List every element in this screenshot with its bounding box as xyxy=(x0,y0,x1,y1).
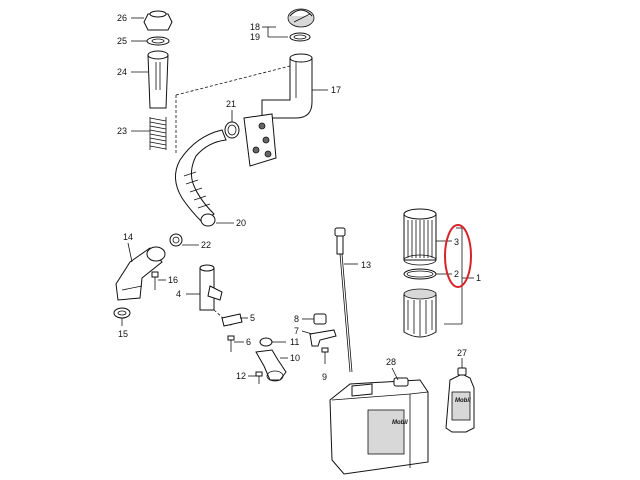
part-3-filter-element xyxy=(403,208,437,266)
part-6-bolt xyxy=(227,335,235,352)
callout-5: 5 xyxy=(250,313,255,323)
part-28-oil-canister: Mobil xyxy=(329,377,429,475)
callout-3: 3 xyxy=(454,237,459,247)
part-10-oil-pickup xyxy=(255,349,287,382)
callout-12: 12 xyxy=(236,371,246,381)
filter-housing-cover xyxy=(403,288,437,338)
callout-7: 7 xyxy=(294,326,299,336)
part-14-elbow-connector xyxy=(115,246,166,301)
callout-6: 6 xyxy=(246,337,251,347)
part-25-washer xyxy=(146,36,170,46)
callout-23: 23 xyxy=(117,126,127,136)
callout-18: 18 xyxy=(250,22,260,32)
callout-15: 15 xyxy=(118,329,128,339)
bottle-brand-logo: Mobil xyxy=(455,398,471,404)
callout-11: 11 xyxy=(290,337,299,347)
part-27-oil-bottle: Mobil xyxy=(445,367,475,433)
part-23-spring xyxy=(149,117,167,150)
callout-19: 19 xyxy=(250,32,260,42)
callout-9: 9 xyxy=(322,372,327,382)
part-24-sleeve xyxy=(147,50,169,109)
callout-20: 20 xyxy=(236,218,246,228)
callout-13: 13 xyxy=(361,260,371,270)
part-9-bolt xyxy=(321,347,329,364)
callout-10: 10 xyxy=(290,353,300,363)
part-18-filler-cap xyxy=(287,8,315,28)
callout-25: 25 xyxy=(117,36,127,46)
part-13-dipstick xyxy=(334,227,353,373)
part-5-gasket xyxy=(221,313,243,327)
callout-16: 16 xyxy=(168,275,178,285)
part-8-rubber-grommet xyxy=(313,313,327,325)
highlight-circle xyxy=(444,224,472,288)
callout-1: 1 xyxy=(476,273,481,283)
callout-21: 21 xyxy=(226,99,236,109)
part-19-seal-ring xyxy=(289,32,311,42)
callout-17: 17 xyxy=(331,85,341,95)
callout-4: 4 xyxy=(176,289,181,299)
part-26-cap-nut xyxy=(143,10,173,31)
part-7-bracket xyxy=(309,329,337,347)
callout-24: 24 xyxy=(117,67,127,77)
part-16-screw xyxy=(151,271,159,290)
callout-14: 14 xyxy=(123,232,133,242)
part-2-o-ring xyxy=(403,268,437,280)
part-15-seal xyxy=(113,307,131,319)
callout-26: 26 xyxy=(117,13,127,23)
part-20-breather-hose xyxy=(175,129,227,227)
canister-brand-logo: Mobil xyxy=(392,420,408,426)
callout-2: 2 xyxy=(454,269,459,279)
callout-27: 27 xyxy=(457,348,467,358)
part-22-o-ring xyxy=(169,233,183,247)
part-11-o-ring xyxy=(259,337,273,347)
part-12-bolt xyxy=(255,371,263,384)
callout-28: 28 xyxy=(386,357,396,367)
callout-8: 8 xyxy=(294,314,299,324)
oil-separator-block xyxy=(243,113,277,167)
part-21-clamp xyxy=(224,121,240,139)
part-4-oil-level-sensor xyxy=(199,264,223,311)
callout-22: 22 xyxy=(201,240,211,250)
